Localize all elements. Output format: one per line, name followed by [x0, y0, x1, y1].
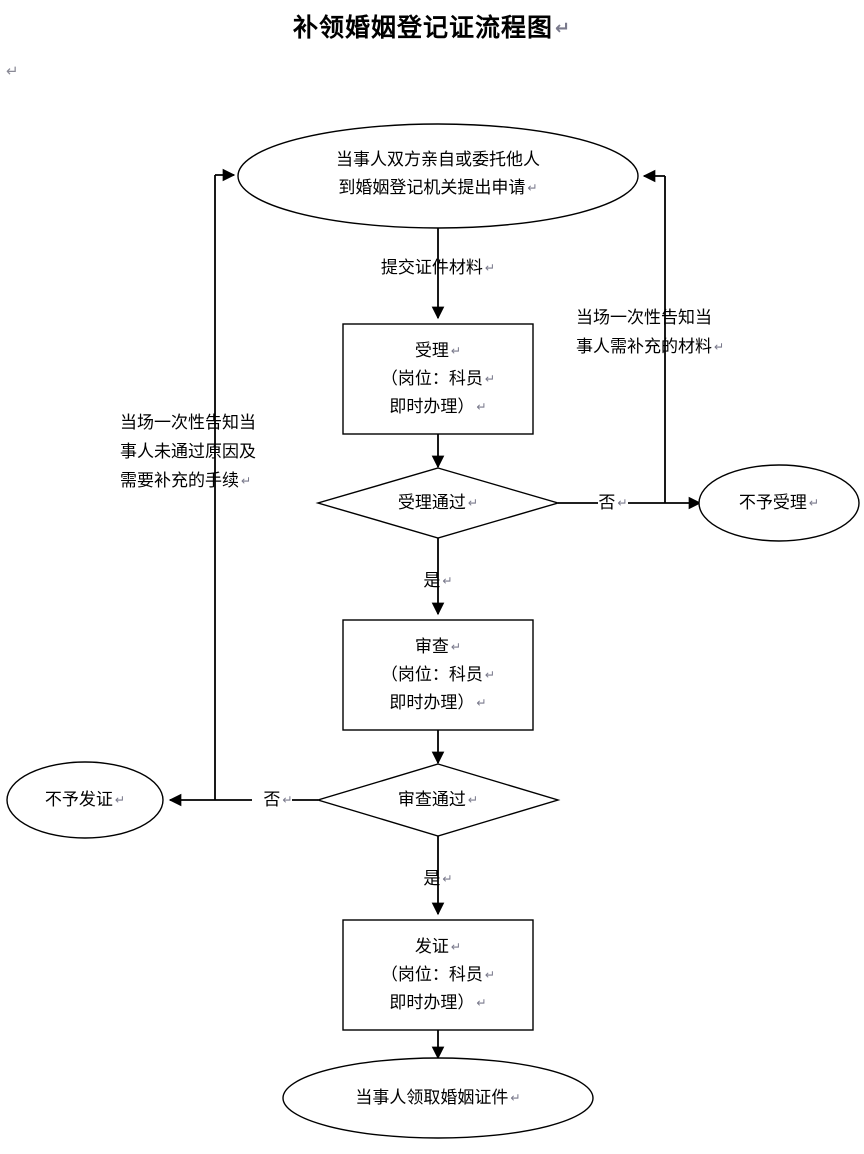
- pilcrow-mark: ↵: [554, 18, 572, 39]
- node-accept-decision-shape: [315, 467, 561, 539]
- page-title: 补领婚姻登记证流程图↵: [0, 8, 864, 44]
- note-left: 当场一次性告知当 事人未通过原因及 需要补充的手续↵: [120, 408, 320, 496]
- note-right: 当场一次性告知当 事人需补充的材料↵: [576, 303, 786, 362]
- edge-label-accept-yes-text: 是: [423, 571, 441, 591]
- pilcrow-mark: ↵: [241, 473, 252, 488]
- note-right-line2-wrap: 事人需补充的材料↵: [576, 332, 786, 362]
- node-review-box-shape: [342, 619, 534, 731]
- pilcrow-mark: ↵: [282, 793, 293, 807]
- edge-label-accept-no: 否↵: [588, 489, 638, 517]
- pilcrow-mark: ↵: [442, 574, 453, 588]
- note-left-line3: 需要补充的手续: [120, 471, 239, 490]
- edge-label-submit-materials: 提交证件材料↵: [338, 254, 538, 282]
- note-left-line2: 事人未通过原因及: [120, 442, 256, 461]
- edge-label-accept-no-text: 否: [598, 493, 616, 513]
- node-issue-box-shape: [342, 919, 534, 1031]
- note-left-line3-wrap: 需要补充的手续↵: [120, 466, 320, 496]
- node-reject-accept-shape: [698, 464, 860, 542]
- pilcrow-mark: ↵: [617, 496, 628, 510]
- pilcrow-mark: ↵: [484, 261, 496, 275]
- node-accept-box-shape: [342, 323, 534, 435]
- note-right-line1: 当场一次性告知当: [576, 308, 712, 327]
- pilcrow-mark: ↵: [714, 339, 725, 354]
- edge-label-review-no-text: 否: [263, 790, 281, 810]
- edge-label-submit-materials-text: 提交证件材料: [380, 258, 483, 278]
- edge-label-review-yes: 是↵: [413, 865, 463, 893]
- edge-label-accept-yes: 是↵: [413, 567, 463, 595]
- edge-label-review-yes-text: 是: [423, 869, 441, 889]
- node-review-decision-shape: [315, 763, 561, 837]
- node-start-shape: [237, 123, 639, 229]
- stray-pilcrow-mark: ↵: [6, 63, 19, 80]
- note-left-line1: 当场一次性告知当: [120, 413, 256, 432]
- note-right-line2: 事人需补充的材料: [576, 337, 712, 356]
- page-title-text: 补领婚姻登记证流程图: [292, 14, 553, 42]
- node-reject-issue-shape: [6, 761, 164, 839]
- pilcrow-mark: ↵: [442, 872, 453, 886]
- edge-label-review-no: 否↵: [253, 786, 303, 814]
- node-end-shape: [282, 1057, 594, 1139]
